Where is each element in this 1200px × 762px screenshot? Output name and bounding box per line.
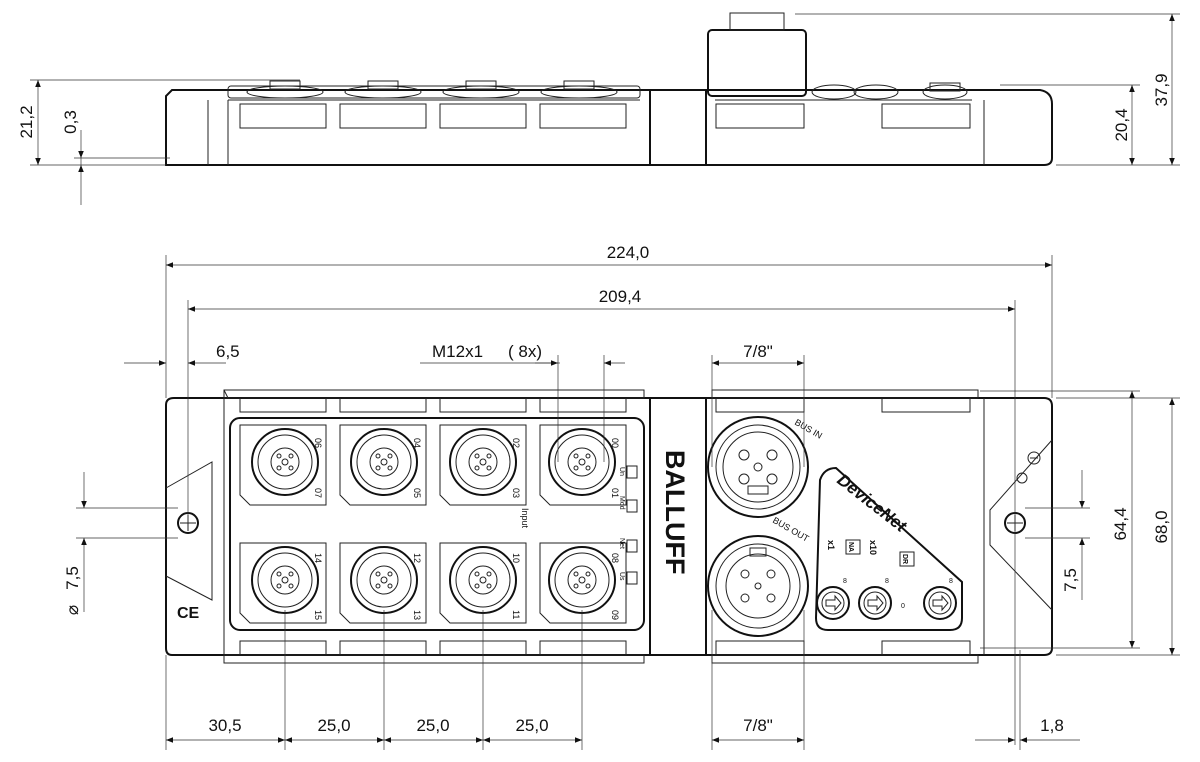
port-label: 08	[610, 553, 620, 563]
dim-connector-thread: M12x1	[432, 342, 483, 361]
led-net-label: Net	[618, 538, 625, 549]
port-label: 11	[511, 610, 521, 619]
dim-side-step-left: 0,3	[61, 110, 80, 134]
m12-connector	[350, 428, 418, 496]
port-label: 12	[412, 553, 422, 563]
dim-hole-diameter: 7,5	[63, 566, 82, 590]
dim-height-inner: 64,4	[1111, 507, 1130, 540]
ground-symbol	[1016, 451, 1041, 484]
port-label: 09	[610, 610, 620, 620]
port-label: 07	[313, 488, 323, 498]
dim-bus-connector-bottom: 7/8"	[743, 716, 773, 735]
port-grid	[239, 424, 627, 624]
dim-side-height-left: 21,2	[17, 105, 36, 138]
port-label: 13	[412, 610, 422, 620]
dim-overall-width: 224,0	[607, 243, 650, 262]
dial-mark: 0	[901, 603, 905, 610]
led-un-label: Un	[618, 467, 625, 476]
bus-out-connector	[707, 535, 809, 637]
dim-pitch-4: 25,0	[515, 716, 548, 735]
port-label: 05	[412, 488, 422, 498]
bus-in-connector	[707, 416, 809, 518]
dial-mark: 8	[949, 578, 953, 585]
switch-na-label: NA	[847, 542, 854, 552]
port-label: 03	[511, 488, 521, 498]
brand-logo: BALLUFF	[660, 450, 690, 574]
na-label-box: NA	[845, 539, 861, 555]
devicenet-logo: DeviceNet	[834, 470, 912, 536]
dim-height-total: 68,0	[1152, 510, 1171, 543]
dim-right-offset: 1,8	[1040, 716, 1064, 735]
port-label: 15	[313, 610, 323, 620]
port-label: 14	[313, 553, 323, 563]
dim-pitch-3: 25,0	[416, 716, 449, 735]
side-slots	[239, 103, 971, 129]
dial-mark: 8	[885, 578, 889, 585]
dim-side-height-total: 37,9	[1152, 73, 1171, 106]
dim-bus-connector-top: 7/8"	[743, 342, 773, 361]
port-label: 00	[610, 438, 620, 448]
status-leds: Un Mod Net Us	[618, 465, 638, 585]
dr-label-box: DR	[899, 551, 915, 567]
port-labels: 06 04 02 00 07 05 03 01 14 12 10 08 15 1…	[313, 438, 620, 620]
side-connectors	[227, 12, 968, 100]
port-label: 10	[511, 553, 521, 563]
switch-x10-label: x10	[868, 540, 878, 555]
ce-mark: CE	[177, 605, 200, 622]
m12-connector	[449, 428, 517, 496]
switch-dr-label: DR	[901, 554, 908, 564]
port-label: 04	[412, 438, 422, 448]
input-label: Input	[520, 508, 530, 529]
dim-hole-diameter-symbol: ⌀	[63, 605, 82, 615]
side-view: 21,2 0,3 20,4 37,9	[17, 12, 1180, 205]
dim-hole-offset-right: 7,5	[1061, 568, 1080, 592]
rotary-switch-dr[interactable]	[923, 586, 957, 620]
m12-connectors	[251, 428, 616, 614]
port-label: 01	[610, 488, 620, 498]
dim-pitch-2: 25,0	[317, 716, 350, 735]
devicenet-panel	[814, 466, 963, 631]
m12-connector	[449, 546, 517, 614]
dim-edge-offset: 6,5	[216, 342, 240, 361]
rotary-switch-x10[interactable]	[858, 586, 892, 620]
led-us-label: Us	[618, 572, 625, 581]
m12-connector	[548, 428, 616, 496]
top-view-dimensions: 224,0 209,4 6,5 M12x1 ( 8x) 7/8" 68,0 64…	[63, 243, 1180, 750]
top-slots	[239, 397, 971, 656]
m12-connector	[350, 546, 418, 614]
m12-connector	[548, 546, 616, 614]
port-label: 06	[313, 438, 323, 448]
dim-hole-spacing: 209,4	[599, 287, 642, 306]
dim-side-height-right: 20,4	[1112, 108, 1131, 141]
dim-pitch-first: 30,5	[208, 716, 241, 735]
m12-connector	[251, 428, 319, 496]
switch-x1-label: x1	[826, 540, 836, 550]
port-label: 02	[511, 438, 521, 448]
dim-connector-count: ( 8x)	[508, 342, 542, 361]
led-mod-label: Mod	[618, 496, 625, 510]
m12-connector	[251, 546, 319, 614]
rotary-switch-x1[interactable]	[816, 586, 850, 620]
dial-mark: 8	[843, 578, 847, 585]
top-view: CE	[165, 389, 1053, 664]
